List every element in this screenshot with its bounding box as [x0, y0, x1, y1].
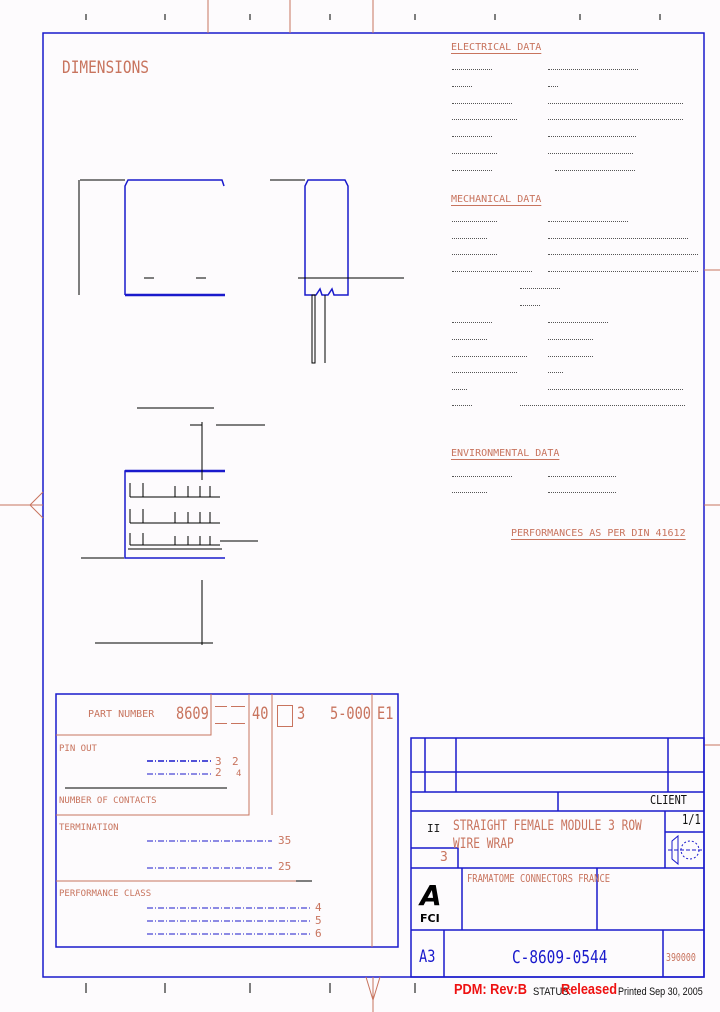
- termination-label: TERMINATION: [59, 823, 119, 833]
- performance-class-value: 5: [315, 914, 322, 927]
- performance-class-value: 4: [315, 901, 322, 914]
- part-number-slot: [215, 706, 227, 724]
- electrical-data-heading: ELECTRICAL DATA: [451, 42, 542, 53]
- title-prefix: II: [427, 822, 441, 835]
- centering-mark: [29, 491, 44, 519]
- pin-out-value: 4: [236, 769, 242, 779]
- number-of-contacts-label: NUMBER OF CONTACTS: [59, 796, 157, 806]
- pin-out-label: PIN OUT: [59, 744, 97, 754]
- fci-logo-text: FCI: [420, 912, 440, 925]
- sheet-number: 1/1: [682, 813, 701, 828]
- drawing-title-line1: STRAIGHT FEMALE MODULE 3 ROW: [453, 818, 642, 834]
- termination-value: 25: [278, 860, 292, 873]
- pin-out-value: 2: [232, 755, 239, 768]
- part-number-row-code: 3: [297, 704, 306, 724]
- status-badge: Released: [561, 981, 617, 998]
- pdm-revision: PDM: Rev:B: [454, 981, 527, 998]
- company-name: FRAMATOME CONNECTORS FRANCE: [467, 872, 611, 885]
- front-view: [78, 179, 225, 297]
- part-number-label: PART NUMBER: [88, 709, 155, 720]
- scale-value: 3: [440, 850, 448, 865]
- sheet-format: A3: [419, 947, 436, 967]
- drawing-title-line2: WIRE WRAP: [453, 836, 514, 852]
- part-number-pinout-slot: [277, 705, 293, 727]
- pin-view: [81, 407, 265, 645]
- mechanical-data-heading: MECHANICAL DATA: [451, 194, 542, 205]
- sheet-border: [42, 32, 705, 978]
- part-number-base: 8609: [176, 704, 209, 724]
- environmental-data-heading: ENVIRONMENTAL DATA: [451, 448, 560, 459]
- termination-value: 35: [278, 834, 292, 847]
- pin-out-value: 3: [215, 755, 222, 768]
- part-number-variant: E1: [377, 704, 394, 724]
- centering-mark-bottom: [365, 976, 381, 1002]
- dimensions-heading: DIMENSIONS: [62, 58, 150, 78]
- fci-logo-icon: A: [420, 879, 442, 912]
- part-number-box-lines: [55, 693, 399, 948]
- client-label: CLIENT: [650, 793, 687, 807]
- part-number-contacts-code: 40: [252, 704, 269, 724]
- performance-class-value: 6: [315, 927, 322, 940]
- drawing-number: C-8609-0544: [512, 947, 608, 968]
- part-number-suffix: 5-000: [330, 704, 371, 724]
- pin-out-value: 2: [215, 766, 222, 779]
- title-block-lines: [410, 737, 705, 978]
- drawing-code: 390000: [666, 951, 696, 964]
- printed-date: Printed Sep 30, 2005: [618, 986, 703, 998]
- part-number-slot: [231, 706, 245, 724]
- status-label: STATUS:: [533, 986, 572, 998]
- performance-class-label: PERFORMANCE CLASS: [59, 889, 152, 899]
- top-zone-marks: [85, 14, 661, 993]
- performance-note: PERFORMANCES AS PER DIN 41612: [511, 528, 686, 539]
- side-view: [270, 179, 404, 364]
- projection-symbol-icon: [668, 834, 702, 866]
